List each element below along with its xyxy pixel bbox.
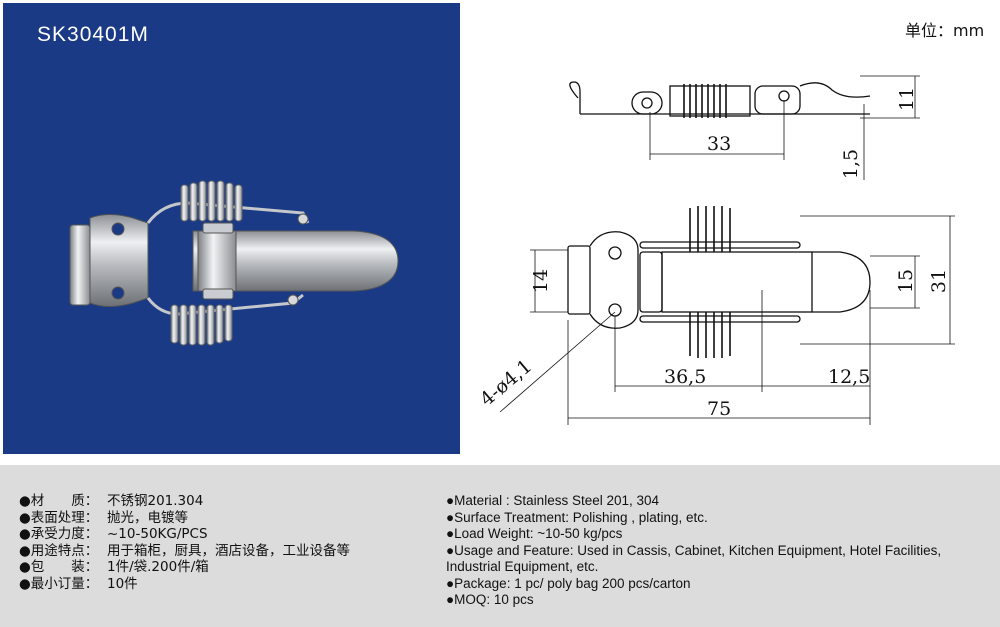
spec-row-usage-en: ●Usage and Feature: Used in Cassis, Cabi… — [446, 542, 942, 575]
model-number: SK30401M — [37, 23, 149, 46]
dim-side-thickness: 1,5 — [840, 148, 863, 180]
dim-total-length: 75 — [707, 398, 732, 420]
spec-english: ●Material : Stainless Steel 201, 304 ●Su… — [446, 493, 998, 609]
dim-left-width: 14 — [530, 268, 553, 294]
spec-row-package-en: ●Package: 1 pc/ poly bag 200 pcs/carton — [446, 575, 691, 591]
dim-hole-spacing: 36,5 — [664, 366, 707, 388]
spec-row-usage-cn: ●用途特点：用于箱柜，厨具，酒店设备，工业设备等 — [19, 542, 350, 559]
spec-row-surface-en: ●Surface Treatment: Polishing , plating,… — [446, 509, 708, 525]
spec-chinese: ●材 质：不锈钢201.304 ●表面处理：抛光，电镀等 ●承受力度：~10-5… — [19, 493, 350, 592]
spec-row-moq-cn: ●最小订量：10件 — [19, 575, 138, 592]
spec-row-material-cn: ●材 质：不锈钢201.304 — [19, 493, 204, 509]
spec-row-package-cn: ●包 装：1件/袋.200件/箱 — [19, 559, 209, 575]
spec-row-surface-cn: ●表面处理：抛光，电镀等 — [19, 509, 188, 526]
dim-side-height: 11 — [896, 86, 919, 112]
dim-hook-width: 15 — [895, 268, 918, 294]
technical-drawing — [499, 75, 955, 425]
latch-product-image — [69, 180, 399, 346]
dim-total-height: 31 — [928, 268, 951, 294]
unit-label: 单位：mm — [905, 21, 985, 40]
spec-row-load-cn: ●承受力度：~10-50KG/PCS — [19, 526, 208, 542]
dim-hook-length: 12,5 — [828, 366, 871, 388]
product-photo-panel: SK30401M — [3, 3, 460, 454]
spec-row-material-en: ●Material : Stainless Steel 201, 304 — [446, 493, 660, 508]
spec-row-moq-en: ●MOQ: 10 pcs — [446, 592, 534, 607]
spec-row-load-en: ●Load Weight: ~10-50 kg/pcs — [446, 526, 623, 541]
dim-side-length: 33 — [707, 133, 732, 155]
specifications-panel: ●材 质：不锈钢201.304 ●表面处理：抛光，电镀等 ●承受力度：~10-5… — [0, 465, 1000, 627]
